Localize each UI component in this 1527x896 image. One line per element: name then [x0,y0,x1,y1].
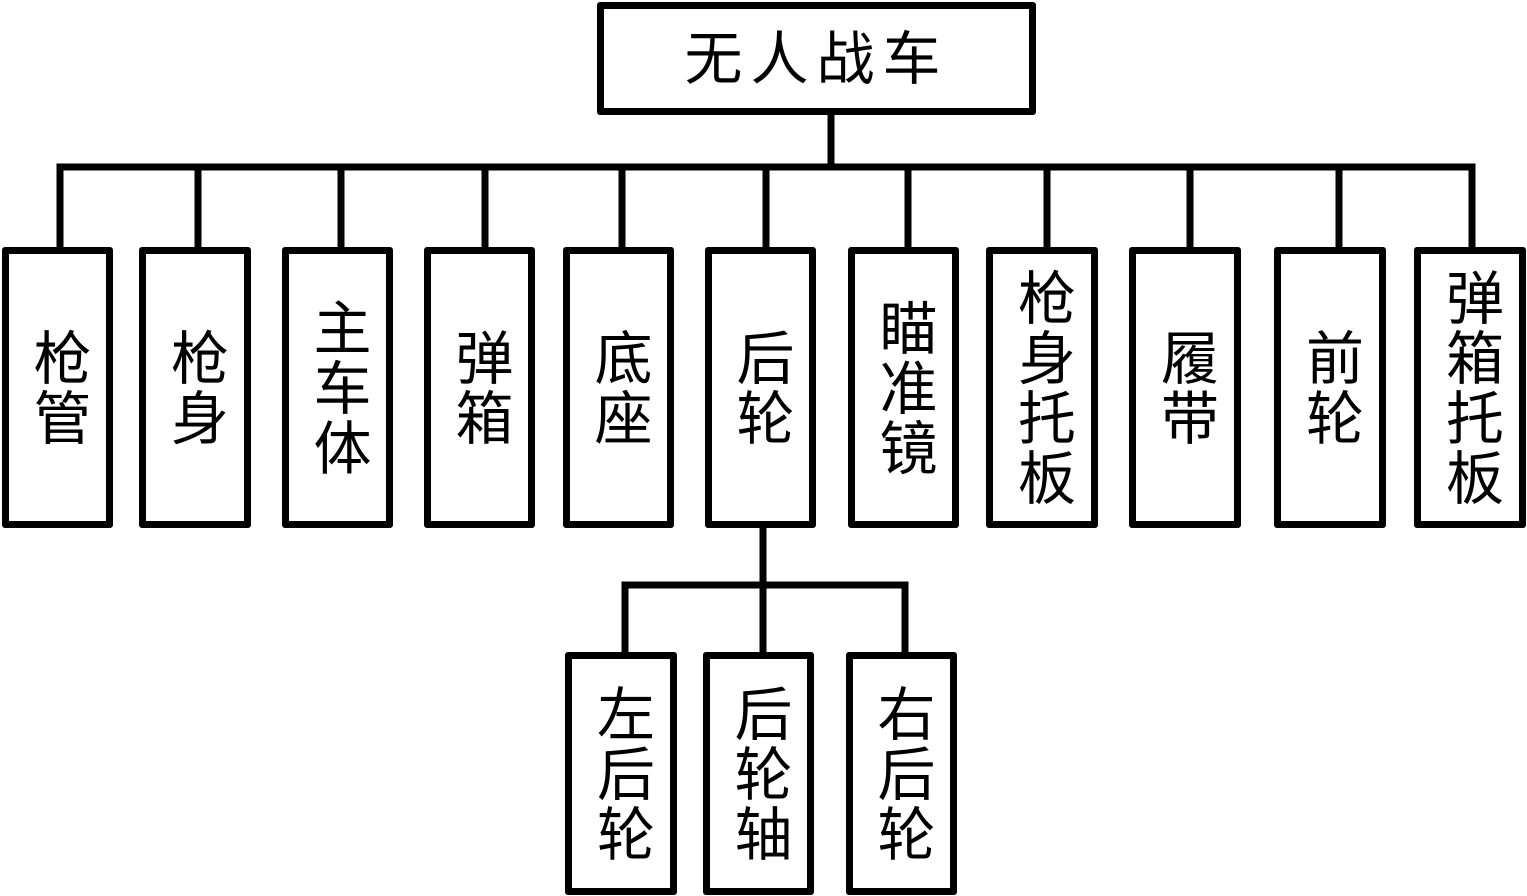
node-scope: 瞄准镜 [848,247,959,528]
node-label: 履带 [1151,327,1219,448]
node-magazine-tray: 弹箱托板 [1414,247,1526,528]
node-gun-body-tray: 枪身托板 [986,247,1098,528]
node-left-rear-wheel: 左后轮 [565,652,677,895]
node-label: 底座 [584,327,653,448]
node-label: 枪身 [161,327,229,448]
node-label: 后轮轴 [724,683,793,864]
node-label: 弹箱托板 [1436,267,1504,508]
node-base: 底座 [563,247,674,528]
node-rear-wheel-axle: 后轮轴 [703,652,814,895]
node-label: 弹箱 [445,327,514,448]
node-track: 履带 [1129,247,1241,528]
node-magazine: 弹箱 [424,247,535,528]
node-label: 后轮 [726,327,795,448]
node-gun-body: 枪身 [139,247,251,528]
node-label: 前轮 [1296,327,1364,448]
node-front-wheel: 前轮 [1274,247,1386,528]
node-label: 主车体 [303,297,372,478]
node-right-rear-wheel: 右后轮 [846,652,957,895]
node-label: 左后轮 [587,683,655,864]
root-node-unmanned-combat-vehicle: 无人战车 [597,2,1036,115]
node-main-vehicle-body: 主车体 [282,247,393,528]
node-label: 瞄准镜 [869,297,938,478]
node-rear-wheel: 后轮 [705,247,816,528]
node-gun-barrel: 枪管 [2,247,113,528]
node-label: 右后轮 [867,683,936,864]
node-label: 枪管 [23,327,92,448]
node-label: 无人战车 [684,24,949,93]
node-label: 枪身托板 [1008,267,1076,508]
